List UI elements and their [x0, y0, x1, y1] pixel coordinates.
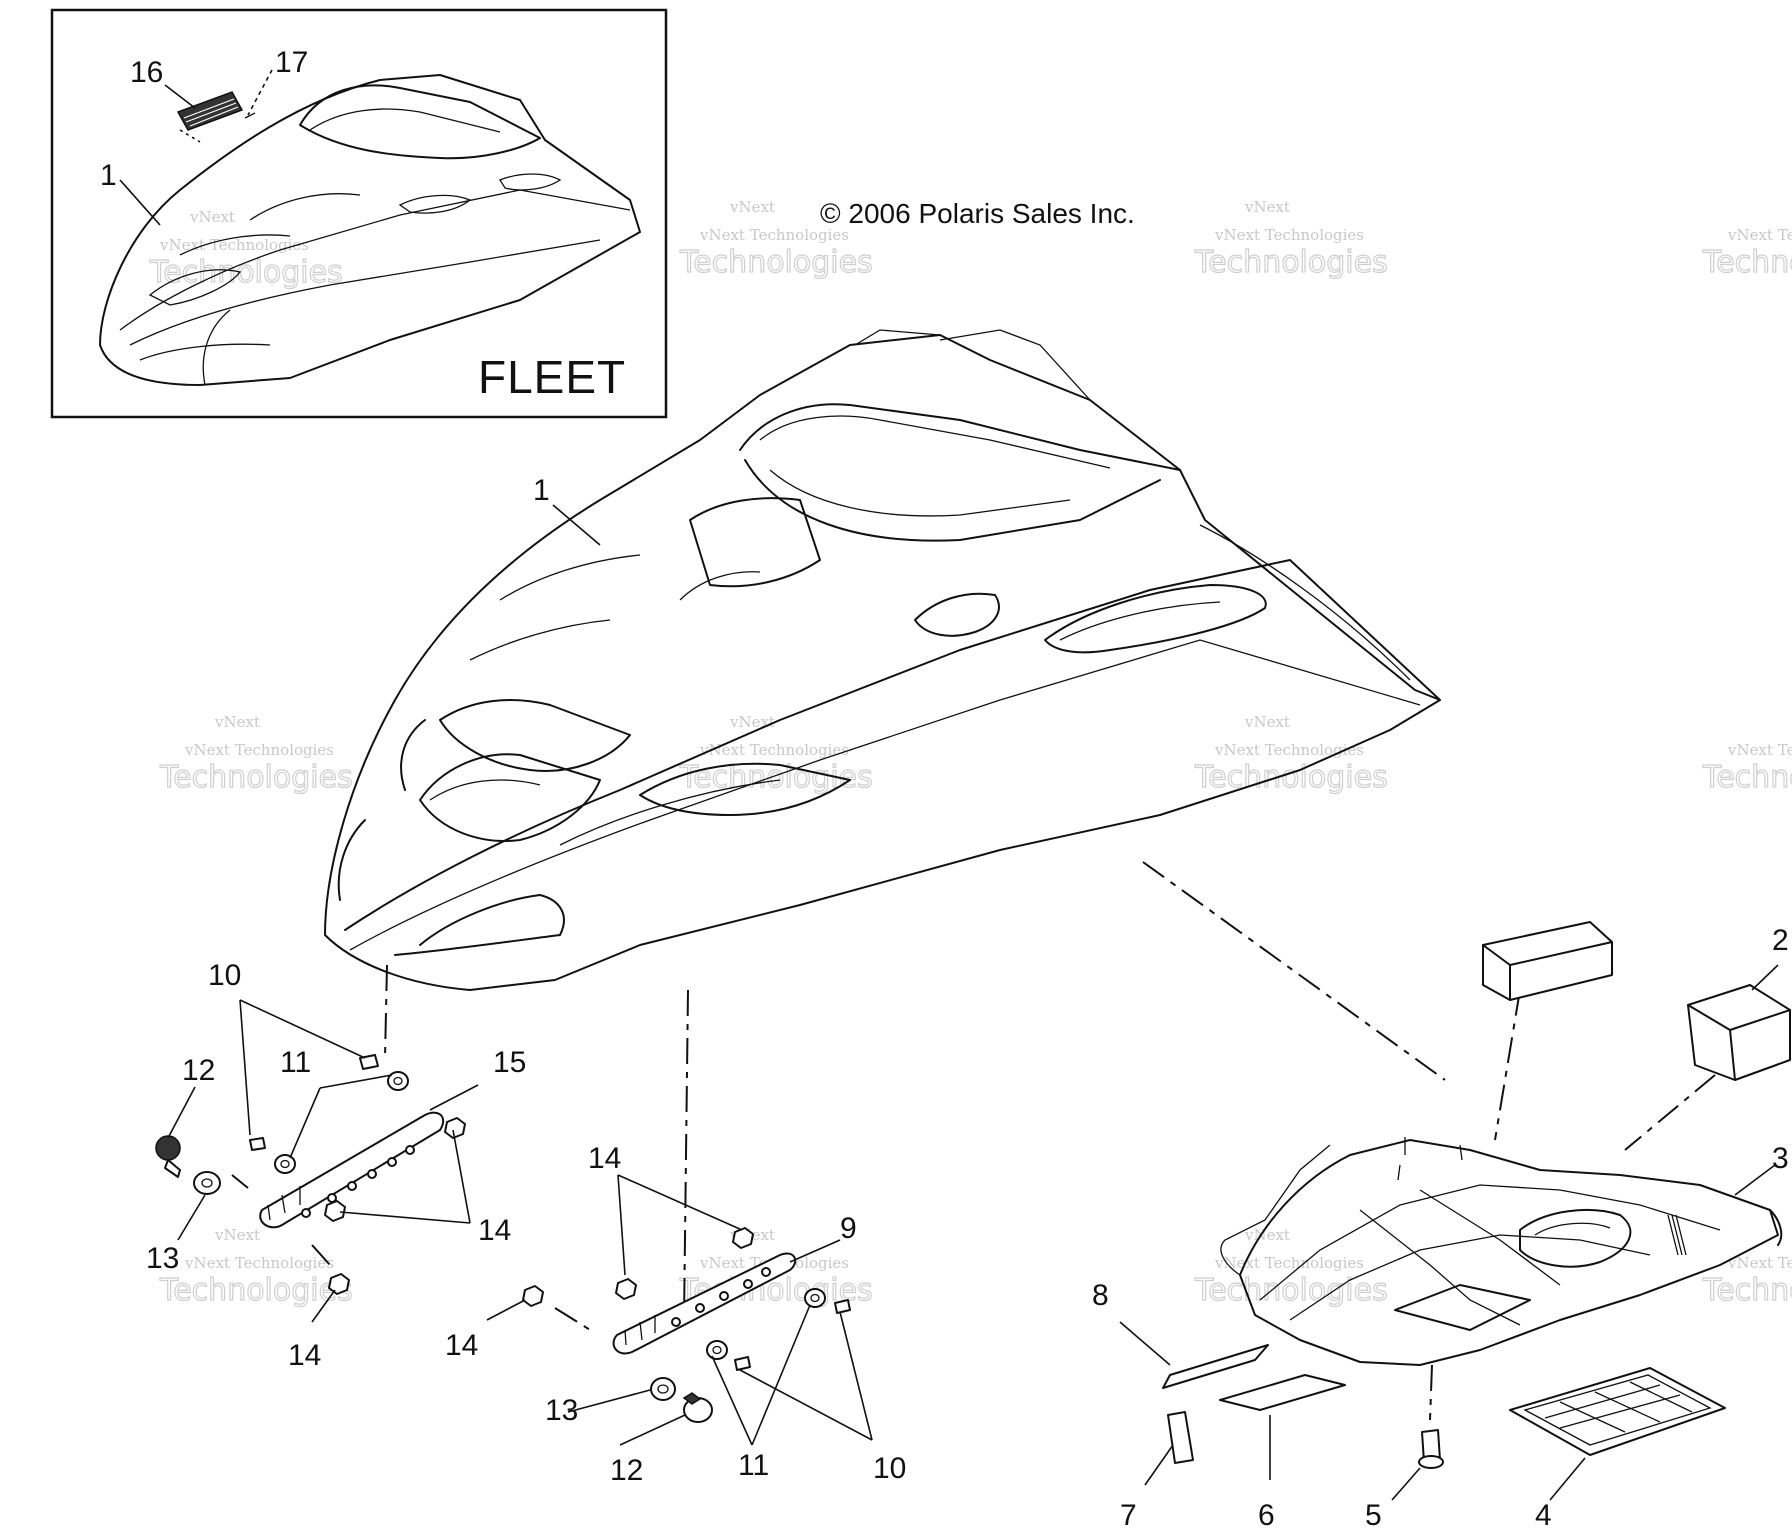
watermark-text: vNext Technologies — [1727, 741, 1792, 759]
part-5-screw — [1418, 1429, 1444, 1469]
watermark-large: Technologies — [1194, 245, 1388, 280]
callout-1: 1 — [533, 474, 550, 507]
part-4-tray — [1509, 1367, 1726, 1456]
callout-16: 16 — [130, 56, 163, 89]
callout-11: 11 — [738, 1449, 769, 1482]
callout-14: 14 — [478, 1214, 511, 1247]
part-6-label — [1219, 1374, 1346, 1411]
callout-13: 13 — [545, 1394, 578, 1427]
right-hardware — [522, 1227, 851, 1423]
connector-line — [1624, 1074, 1716, 1151]
part-17-decal — [244, 112, 256, 119]
callout-14: 14 — [445, 1329, 478, 1362]
watermark-vnext: vNext — [729, 198, 775, 216]
part-8-label — [1162, 1344, 1269, 1389]
connector-line — [231, 1174, 249, 1189]
watermark-vnext: vNext — [1244, 198, 1290, 216]
watermark-text: vNext Technologies — [699, 226, 849, 244]
connector-line — [554, 1307, 596, 1334]
watermarks: vNext vNext Technologies Technologies vN… — [148, 198, 1792, 1309]
watermark-vnext: vNext — [214, 713, 260, 731]
watermark-text: vNext Technologies — [1214, 1254, 1364, 1272]
callout-6: 6 — [1258, 1499, 1275, 1532]
watermark-text: vNext Technologies — [184, 1254, 334, 1272]
callout-12: 12 — [610, 1454, 643, 1487]
part-2-foam-blocks — [1482, 921, 1791, 1081]
callout-1-inset: 1 — [100, 159, 117, 192]
inset-title: FLEET — [478, 351, 626, 403]
callout-13: 13 — [146, 1242, 179, 1275]
callout-10: 10 — [873, 1452, 906, 1485]
watermark-text: vNext Technologies — [184, 741, 334, 759]
part-3-hood-liner — [1220, 1137, 1783, 1366]
watermark-large: Technologies — [1702, 245, 1792, 280]
callout-11: 11 — [280, 1046, 311, 1079]
callout-17: 17 — [275, 46, 308, 79]
watermark-large: Technologies — [1194, 1273, 1388, 1308]
callout-12: 12 — [182, 1054, 215, 1087]
part-1-hood — [324, 329, 1441, 991]
connector-line — [1494, 989, 1521, 1141]
part-9-bracket — [612, 1252, 797, 1355]
callout-2: 2 — [1772, 924, 1789, 957]
fleet-hood-drawing — [99, 74, 641, 386]
watermark-large: Technologies — [159, 1273, 353, 1308]
callout-14: 14 — [588, 1142, 621, 1175]
watermark-text: vNext Technologies — [1214, 226, 1364, 244]
callout-5: 5 — [1365, 1499, 1382, 1532]
watermark-large: Technologies — [149, 255, 343, 290]
callout-14: 14 — [288, 1339, 321, 1372]
part-16-decal — [176, 91, 244, 131]
callout-4: 4 — [1535, 1499, 1552, 1532]
watermark-text: vNext Technologies — [1214, 741, 1364, 759]
callout-9: 9 — [840, 1212, 857, 1245]
watermark-text: vNext Technologies — [159, 236, 309, 254]
watermark-large: Technologies — [1702, 1273, 1792, 1308]
part-15-bracket — [259, 1111, 445, 1229]
watermark-text: vNext Technologies — [699, 741, 849, 759]
part-7-label — [1167, 1411, 1194, 1464]
watermark-text: vNext Technologies — [1727, 1254, 1792, 1272]
watermark-large: Technologies — [159, 760, 353, 795]
connector-line — [1429, 1364, 1433, 1421]
left-hardware — [155, 1054, 466, 1295]
watermark-vnext: vNext — [1244, 1226, 1290, 1244]
connector-line — [311, 1244, 331, 1266]
connector-line — [384, 964, 388, 1059]
callout-15: 15 — [493, 1046, 526, 1079]
watermark-text: vNext Technologies — [1727, 226, 1792, 244]
callout-10: 10 — [208, 959, 241, 992]
watermark-vnext: vNext — [214, 1226, 260, 1244]
fleet-inset: 16 17 1 FLEET — [50, 8, 668, 419]
watermark-large: Technologies — [679, 245, 873, 280]
copyright-notice: © 2006 Polaris Sales Inc. — [820, 198, 1135, 229]
watermark-vnext: vNext — [1244, 713, 1290, 731]
connector-line — [683, 989, 689, 1321]
callout-3: 3 — [1772, 1142, 1789, 1175]
connector-line — [1142, 861, 1446, 1081]
watermark-vnext: vNext — [729, 713, 775, 731]
watermark-large: Technologies — [1194, 760, 1388, 795]
callout-8: 8 — [1092, 1279, 1109, 1312]
watermark-vnext: vNext — [189, 208, 235, 226]
inset-frame — [50, 8, 668, 419]
watermark-large: Technologies — [1702, 760, 1792, 795]
callout-7: 7 — [1120, 1499, 1137, 1532]
